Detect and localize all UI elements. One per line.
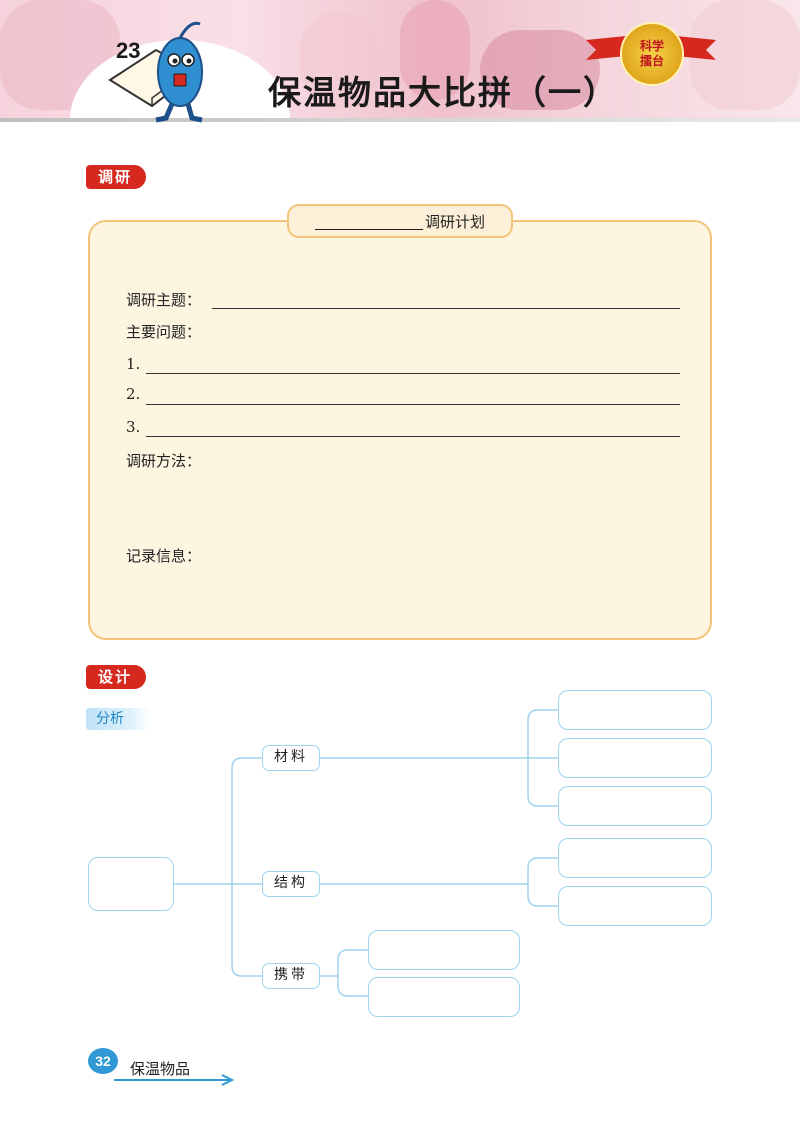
question-1-line[interactable] (146, 373, 680, 374)
carry-answer-box-2[interactable] (368, 977, 520, 1017)
method-label: 调研方法： (126, 452, 202, 470)
branch-carry: 携带 (262, 963, 320, 989)
analysis-tag: 分析 (86, 708, 150, 730)
topic-answer-line[interactable] (212, 308, 680, 309)
banner-decoration (400, 0, 470, 100)
topic-label: 调研主题： (126, 291, 202, 309)
page-title: 保温物品大比拼（一） (268, 73, 618, 112)
question-1-number: 1. (126, 355, 141, 373)
banner-divider (0, 118, 800, 122)
record-label: 记录信息： (126, 547, 202, 565)
question-2-number: 2. (126, 385, 141, 403)
section-label-research: 调研 (86, 165, 147, 189)
banner-decoration (480, 30, 600, 110)
material-answer-box-1[interactable] (558, 690, 712, 730)
badge-line1: 科学 (639, 39, 664, 53)
material-answer-box-2[interactable] (558, 738, 712, 778)
mascot-icon (108, 21, 203, 123)
footer-arrow-icon (114, 1074, 235, 1086)
badge-line2: 擂台 (639, 54, 664, 68)
lesson-number: 23 (116, 38, 141, 63)
structure-answer-box-1[interactable] (558, 838, 712, 878)
questions-label: 主要问题： (126, 323, 202, 341)
plan-title-tab: 调研计划 (287, 204, 513, 238)
mindmap-root-box[interactable] (88, 857, 174, 911)
carry-answer-box-1[interactable] (368, 930, 520, 970)
question-2-line[interactable] (146, 404, 680, 405)
question-3-number: 3. (126, 418, 141, 436)
section-label-design: 设计 (86, 665, 147, 689)
material-answer-box-3[interactable] (558, 786, 712, 826)
page-number: 32 (88, 1048, 118, 1074)
footer-unit-name: 保温物品 (130, 1060, 191, 1078)
plan-title: 调研计划 (424, 212, 485, 231)
branch-material: 材料 (262, 745, 320, 771)
plan-title-blank[interactable] (314, 212, 423, 230)
banner-decoration (300, 10, 380, 110)
branch-structure: 结构 (262, 871, 320, 897)
question-3-line[interactable] (146, 436, 680, 437)
research-plan-box (88, 220, 712, 640)
science-arena-badge: 科学 擂台 (620, 22, 684, 86)
ribbon-icon (586, 36, 716, 60)
structure-answer-box-2[interactable] (558, 886, 712, 926)
